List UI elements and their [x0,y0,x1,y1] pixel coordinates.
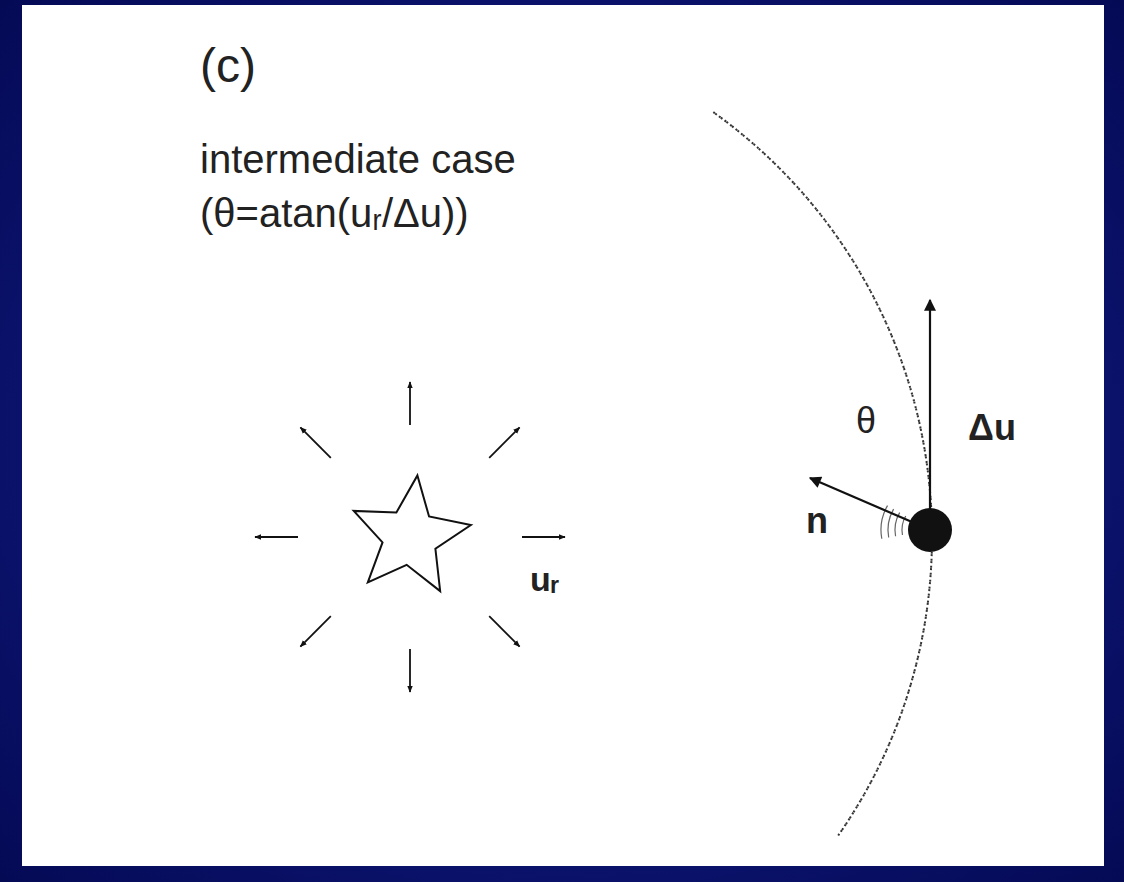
radial-arrow [489,427,519,457]
radial-arrow [255,536,298,538]
planet-dot [908,508,952,552]
white-panel [22,5,1104,866]
case-title: intermediate case [200,136,516,182]
panel-letter: (c) [200,38,256,93]
radial-arrow [409,649,411,692]
radial-arrow [522,536,565,538]
vector-label: Δu [968,407,1016,448]
dotted-orbit [713,112,932,836]
delta-u-arrow [929,300,931,512]
angle-label: θ [856,400,876,441]
radial-arrow [300,616,330,646]
radial-arrows [255,382,565,692]
star-symbol [354,475,471,591]
radial-arrow [409,382,411,425]
radial-arrow [489,616,519,646]
radial-arrow [300,427,330,457]
vector-label: uᵣ [530,560,559,599]
formula: (θ=atan(uᵣ/Δu)) [200,190,469,236]
vector-label: n [806,500,828,541]
